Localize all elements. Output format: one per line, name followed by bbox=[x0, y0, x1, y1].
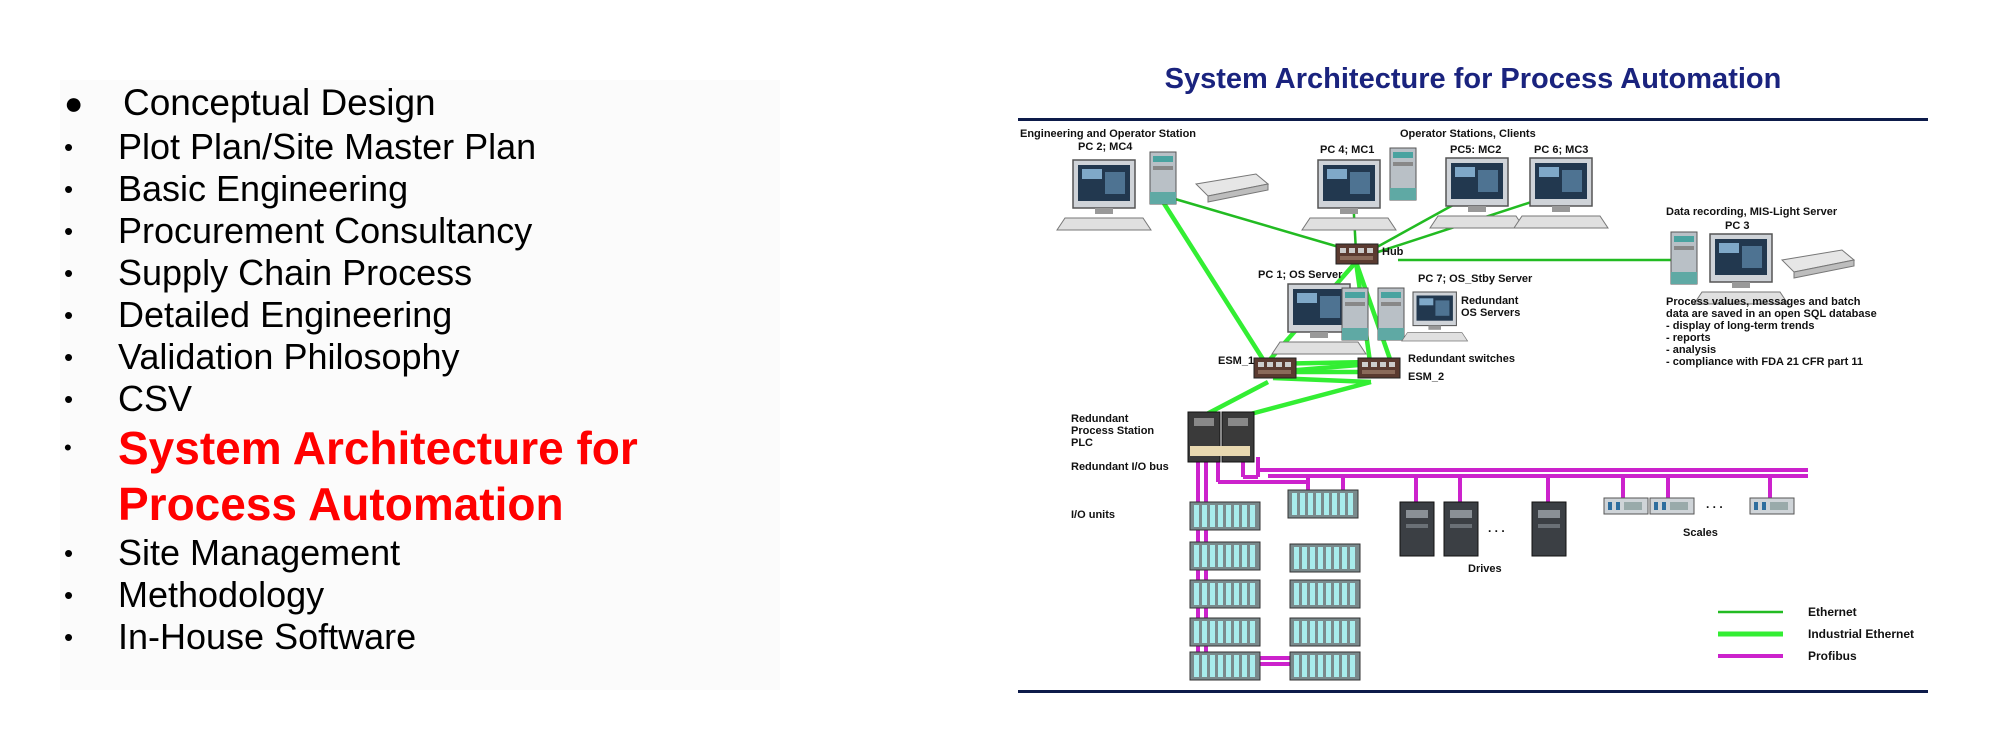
label-scales: Scales bbox=[1683, 527, 1718, 539]
drive-icon bbox=[1531, 501, 1567, 557]
label-pc4: PC 4; MC1 bbox=[1320, 144, 1374, 156]
scale-icon bbox=[1603, 497, 1649, 515]
bullet-item: •Detailed Engineering bbox=[64, 294, 453, 335]
architecture-diagram-svg: System Architecture for Process Automati… bbox=[1018, 63, 1928, 693]
bullet-dot-icon: • bbox=[64, 300, 74, 330]
scale-icon bbox=[1649, 497, 1695, 515]
server-tower-icon bbox=[1377, 287, 1405, 341]
switch-icon bbox=[1253, 357, 1297, 379]
io-unit-icon bbox=[1287, 489, 1359, 519]
bullet-item: •Plot Plan/Site Master Plan bbox=[64, 126, 537, 167]
label-process-values-5: - analysis bbox=[1666, 344, 1716, 356]
label-pc7: PC 7; OS_Stby Server bbox=[1418, 273, 1533, 285]
label-io-units: I/O units bbox=[1071, 509, 1115, 521]
io-unit-icon bbox=[1189, 651, 1261, 681]
printer-icon bbox=[1195, 173, 1269, 203]
pc-icon bbox=[1693, 233, 1789, 305]
bullet-dot-icon: • bbox=[64, 216, 74, 246]
bottom-rule bbox=[1018, 690, 1928, 693]
plc-icon bbox=[1187, 411, 1255, 463]
pc-icon bbox=[1301, 159, 1397, 231]
pc-icon bbox=[1056, 159, 1152, 231]
label-process-values-2: data are saved in an open SQL database bbox=[1666, 308, 1877, 320]
bullet-dot-icon: ● bbox=[64, 85, 84, 121]
bullet-item: •CSV bbox=[64, 378, 193, 419]
label-esm1: ESM_1 bbox=[1218, 355, 1254, 367]
label-pc3: PC 3 bbox=[1725, 220, 1749, 232]
bullet-dot-icon: • bbox=[64, 174, 74, 204]
bullet-item: •Validation Philosophy bbox=[64, 336, 460, 377]
drives-ellipsis: . . . bbox=[1488, 521, 1505, 535]
bullet-dot-icon: • bbox=[64, 435, 72, 460]
io-unit-icon bbox=[1289, 543, 1361, 573]
bullet-item: •Supply Chain Process bbox=[64, 252, 473, 293]
bullet-list-panel: ●Conceptual Design •Plot Plan/Site Maste… bbox=[60, 80, 780, 690]
label-eng-station: Engineering and Operator Station bbox=[1020, 128, 1196, 140]
pc-icon bbox=[1429, 157, 1525, 229]
io-unit-icon bbox=[1189, 501, 1261, 531]
diagram-title: System Architecture for Process Automati… bbox=[1165, 63, 1782, 95]
label-process-values-3: - display of long-term trends bbox=[1666, 320, 1815, 332]
bullet-item: •Site Management bbox=[64, 532, 401, 573]
label-redundant-switches: Redundant switches bbox=[1408, 353, 1515, 365]
server-tower-icon bbox=[1670, 231, 1698, 285]
bullet-dot-icon: • bbox=[64, 538, 74, 568]
pc-icon bbox=[1401, 291, 1469, 342]
label-process-values-1: Process values, messages and batch bbox=[1666, 296, 1861, 308]
bullet-dot-icon: • bbox=[64, 580, 74, 610]
label-pc2: PC 2; MC4 bbox=[1078, 141, 1133, 153]
io-unit-icon bbox=[1289, 579, 1361, 609]
bullet-dot-icon: • bbox=[64, 384, 74, 414]
bullet-dot-icon: • bbox=[64, 132, 74, 162]
drive-icon bbox=[1443, 501, 1479, 557]
bullet-item: •Methodology bbox=[64, 574, 325, 615]
io-unit-icon bbox=[1189, 541, 1261, 571]
bullet-item: •Basic Engineering bbox=[64, 168, 409, 209]
printer-icon bbox=[1781, 249, 1855, 279]
io-unit-icon bbox=[1289, 617, 1361, 647]
label-process-values-4: - reports bbox=[1666, 332, 1711, 344]
bullet-item: •In-House Software bbox=[64, 616, 417, 657]
scales-ellipsis: . . . bbox=[1706, 497, 1723, 511]
legend-profibus: Profibus bbox=[1808, 649, 1857, 663]
label-redundant-os-1: Redundant bbox=[1461, 295, 1519, 307]
label-pc6: PC 6; MC3 bbox=[1534, 144, 1588, 156]
server-tower-icon bbox=[1389, 147, 1417, 201]
pc-icon bbox=[1513, 157, 1609, 229]
top-rule bbox=[1018, 118, 1928, 121]
legend: Ethernet Industrial Ethernet Profibus bbox=[1718, 605, 1914, 663]
architecture-diagram: System Architecture for Process Automati… bbox=[1008, 52, 1938, 702]
io-unit-icon bbox=[1189, 579, 1261, 609]
scale-icon bbox=[1749, 497, 1795, 515]
bullet-list: ●Conceptual Design •Plot Plan/Site Maste… bbox=[60, 80, 780, 658]
label-plc-2: Process Station bbox=[1071, 425, 1154, 437]
label-op-stations: Operator Stations, Clients bbox=[1400, 128, 1536, 140]
label-redundant-os-2: OS Servers bbox=[1461, 307, 1520, 319]
switch-icon bbox=[1357, 357, 1401, 379]
bullet-dot-icon: • bbox=[64, 342, 74, 372]
bullet-dot-icon: • bbox=[64, 258, 74, 288]
hub-icon bbox=[1335, 243, 1379, 265]
label-io-bus: Redundant I/O bus bbox=[1071, 461, 1169, 473]
label-hub: Hub bbox=[1382, 246, 1404, 258]
label-plc-1: Redundant bbox=[1071, 413, 1129, 425]
io-unit-icon bbox=[1289, 651, 1361, 681]
label-pc5: PC5: MC2 bbox=[1450, 144, 1501, 156]
server-tower-icon bbox=[1149, 151, 1177, 205]
drive-icon bbox=[1399, 501, 1435, 557]
server-tower-icon bbox=[1341, 287, 1369, 341]
label-data-recording: Data recording, MIS-Light Server bbox=[1666, 206, 1838, 218]
label-drives: Drives bbox=[1468, 563, 1502, 575]
label-esm2: ESM_2 bbox=[1408, 371, 1444, 383]
legend-ethernet: Ethernet bbox=[1808, 605, 1857, 619]
label-pc1: PC 1; OS Server bbox=[1258, 269, 1343, 281]
bullet-item: ●Conceptual Design bbox=[60, 80, 780, 126]
bullet-item: •Procurement Consultancy bbox=[64, 210, 533, 251]
label-plc-3: PLC bbox=[1071, 437, 1093, 449]
bullet-dot-icon: • bbox=[64, 622, 74, 652]
io-unit-icon bbox=[1189, 617, 1261, 647]
label-process-values-6: - compliance with FDA 21 CFR part 11 bbox=[1666, 356, 1863, 368]
legend-industrial-ethernet: Industrial Ethernet bbox=[1808, 627, 1914, 641]
